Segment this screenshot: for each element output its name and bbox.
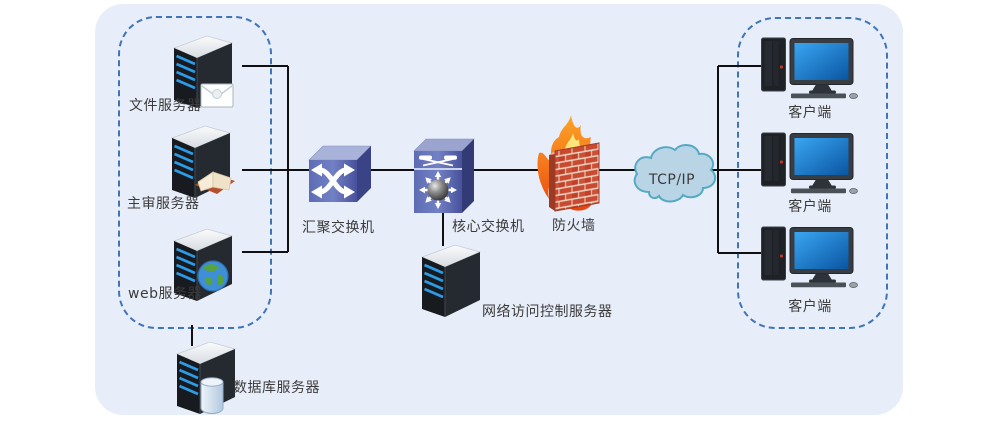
node-client-1: 客户端: [760, 36, 860, 121]
core-switch-label: 核心交换机: [452, 219, 525, 235]
web-server-label: web服务器: [128, 286, 202, 302]
node-audit-server: 主审服务器: [127, 121, 237, 212]
file-server-label: 文件服务器: [129, 98, 202, 114]
internet-cloud-label: TCP/IP: [648, 172, 696, 188]
desktop-computer-icon: [761, 132, 858, 195]
server-globe-icon: [172, 227, 234, 302]
desktop-computer-icon: [761, 37, 858, 100]
switch-icon: [308, 145, 372, 202]
client-1-label: 客户端: [788, 105, 832, 121]
server-mail-icon: [172, 34, 234, 109]
globe-badge-icon: [197, 260, 229, 292]
server-book-icon: [170, 124, 235, 199]
crossed-arrows-glyph: [311, 163, 355, 199]
node-web-server: web服务器: [128, 224, 239, 302]
node-db-server: 数据库服务器: [170, 337, 320, 415]
aggregation-switch-label: 汇聚交换机: [302, 220, 375, 236]
node-nac-server: 网络访问控制服务器: [415, 240, 612, 320]
server-database-icon: [175, 340, 237, 415]
node-aggregation-switch: 汇聚交换机: [302, 138, 375, 236]
server-group-box: [118, 16, 272, 329]
db-server-label: 数据库服务器: [233, 380, 320, 396]
node-firewall: 防火墙: [533, 115, 615, 234]
node-file-server: 文件服务器: [129, 31, 239, 114]
node-core-switch: 核心交换机: [410, 129, 524, 235]
nac-server-label: 网络访问控制服务器: [482, 304, 613, 320]
multilayer-switch-icon: [413, 138, 475, 213]
book-badge-icon: [195, 171, 235, 194]
node-client-2: 客户端: [760, 131, 860, 215]
desktop-computer-icon: [761, 226, 858, 289]
client-3-label: 客户端: [788, 299, 832, 315]
radiating-arrows-glyph: [419, 171, 457, 209]
firewall-label: 防火墙: [552, 218, 596, 234]
client-2-label: 客户端: [788, 199, 832, 215]
server-icon: [420, 243, 482, 318]
switch-ports-glyph: [419, 155, 457, 167]
database-badge-icon: [200, 377, 224, 415]
mail-badge-icon: [200, 83, 234, 108]
node-internet-cloud: TCP/IP: [625, 140, 719, 208]
audit-server-label: 主审服务器: [127, 196, 200, 212]
client-group-box: [737, 17, 888, 329]
firewall-icon: [537, 115, 600, 212]
node-client-3: 客户端: [760, 225, 860, 315]
brick-wall-icon: [549, 142, 600, 212]
cloud-icon: [633, 144, 717, 203]
